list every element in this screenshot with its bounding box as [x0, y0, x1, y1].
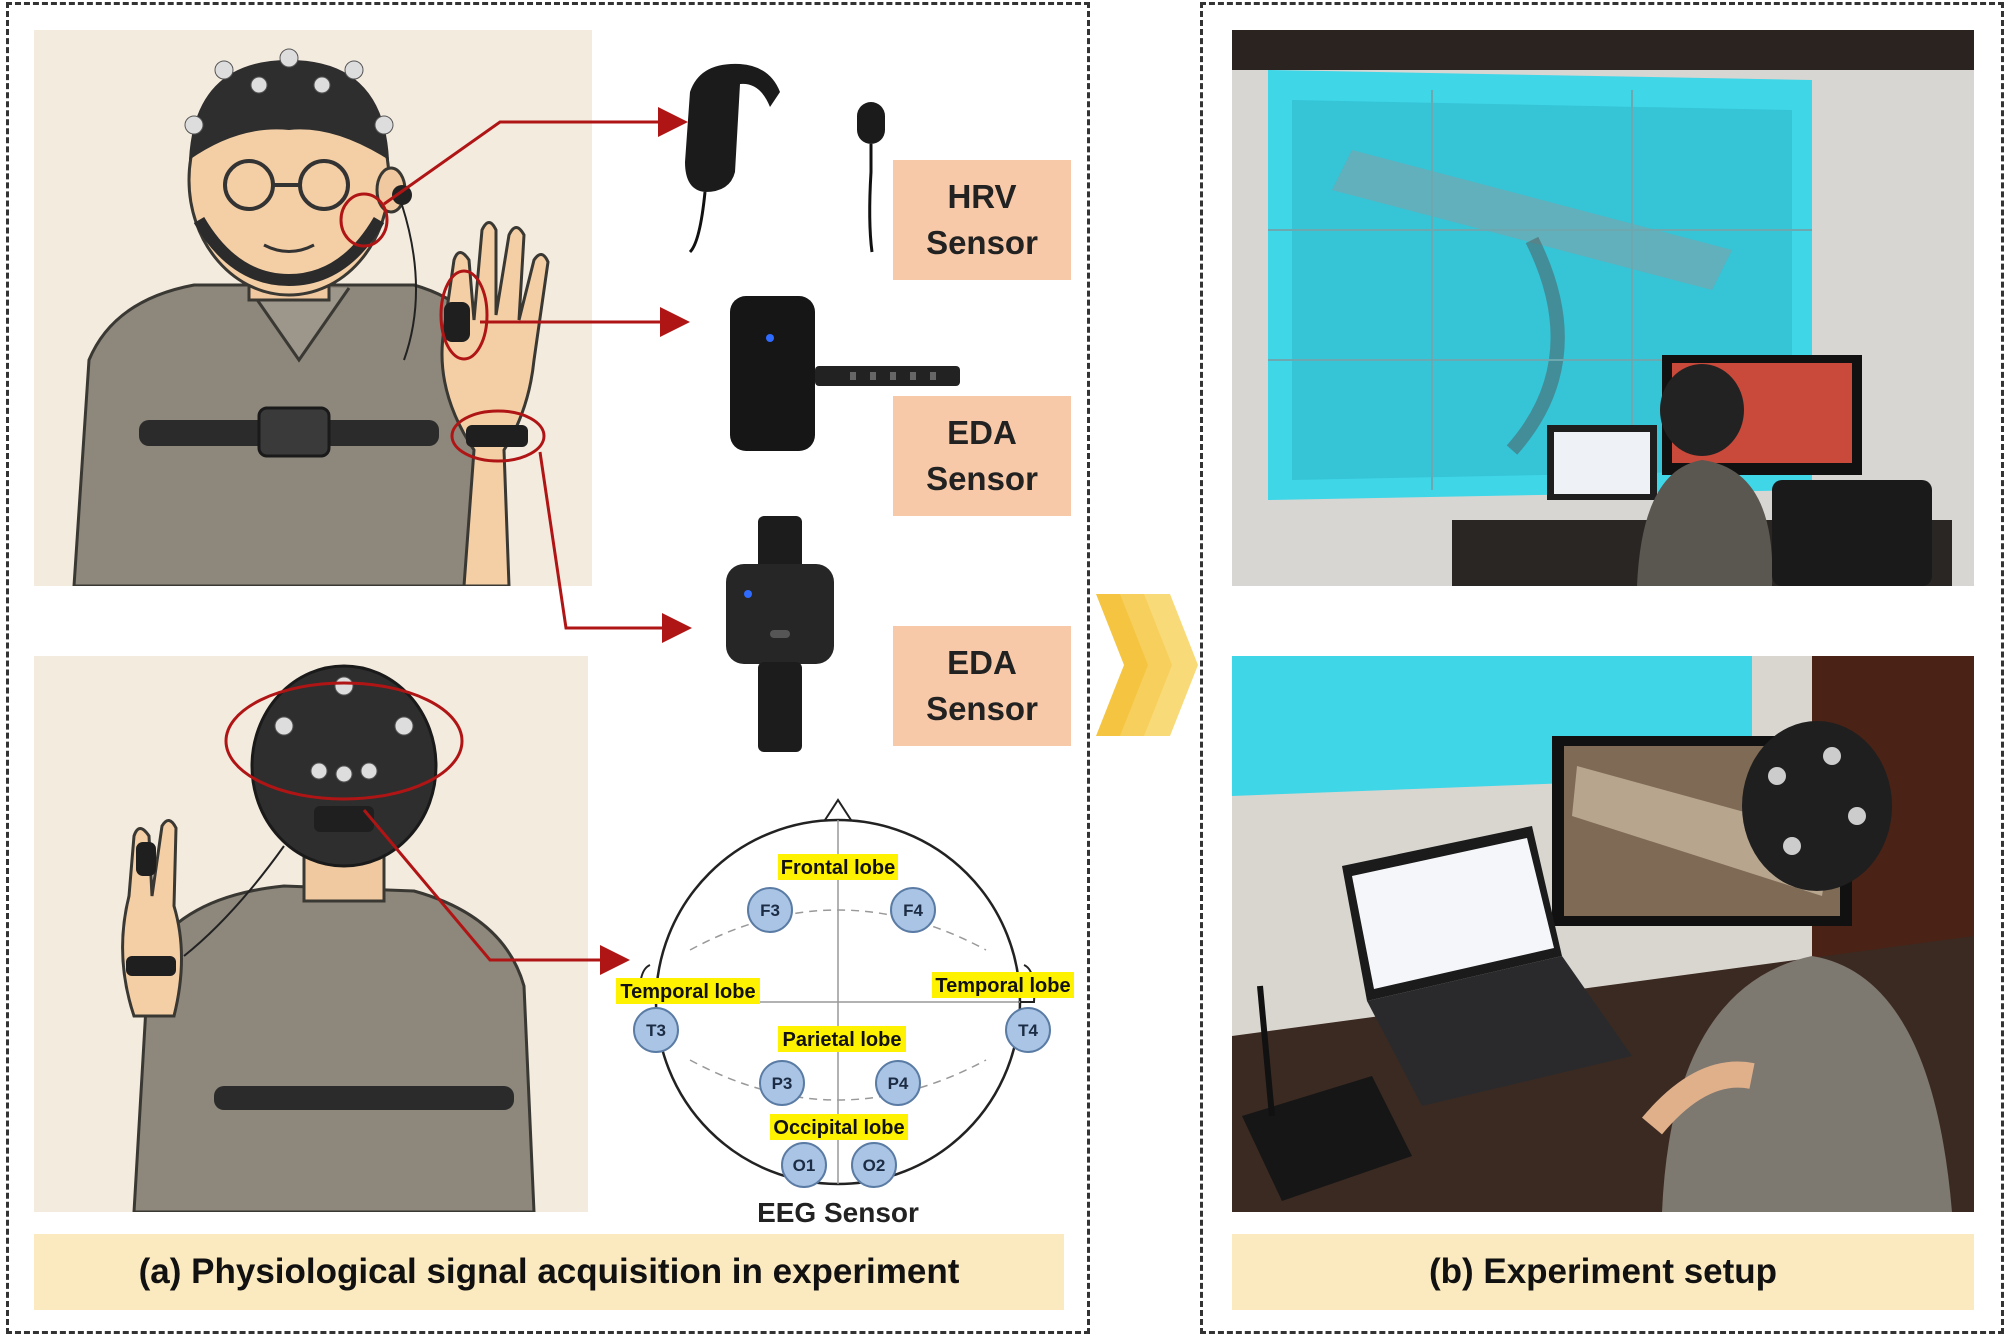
eda-wrist-sensor-device: [726, 516, 834, 752]
experiment-room-photo-bottom: [1232, 656, 1974, 1212]
eda-finger-sensor-label: EDA Sensor: [893, 396, 1071, 516]
electrode-f4-label: F4: [903, 901, 923, 920]
caption-right: (b) Experiment setup: [1232, 1234, 1974, 1310]
parietal-lobe-label: Parietal lobe: [783, 1029, 902, 1051]
eda-finger-sensor-label-line2: Sensor: [926, 460, 1038, 497]
electrode-t4-label: T4: [1018, 1021, 1038, 1040]
electrode-p3: [759, 1060, 805, 1106]
temporal-lobe-left-label: Temporal lobe: [620, 981, 755, 1003]
electrode-o2-label: O2: [863, 1156, 886, 1175]
temporal-lobe-right-label: Temporal lobe: [935, 975, 1070, 997]
electrode-t4: [1005, 1007, 1051, 1053]
eda-wrist-sensor-label-line1: EDA: [947, 644, 1017, 681]
electrode-p4-label: P4: [888, 1074, 909, 1093]
experiment-room-photo-top: [1232, 30, 1974, 586]
electrode-t3: [633, 1007, 679, 1053]
hrv-sensor-label-line1: HRV: [947, 178, 1017, 215]
electrode-o2: [851, 1142, 897, 1188]
electrode-f3: [747, 887, 793, 933]
eda-wrist-sensor-label: EDA Sensor: [893, 626, 1071, 746]
frontal-lobe-label: Frontal lobe: [781, 857, 895, 879]
chevron-arrow-icon: [1096, 594, 1198, 736]
electrode-f4: [890, 887, 936, 933]
electrode-p3-label: P3: [772, 1074, 793, 1093]
eda-finger-sensor-device: [730, 296, 960, 451]
eda-finger-sensor-label-line1: EDA: [947, 414, 1017, 451]
right-panel-frame: [1200, 2, 2004, 1334]
eeg-callout-arrow: [362, 809, 630, 975]
eeg-sensor-title: EEG Sensor: [757, 1197, 919, 1228]
electrode-p4: [875, 1060, 921, 1106]
electrode-o1: [781, 1142, 827, 1188]
occipital-lobe-label: Occipital lobe: [773, 1117, 904, 1139]
hrv-ear-clip-device: [685, 63, 885, 254]
hrv-callout-arrow: [383, 107, 688, 206]
electrode-t3-label: T3: [646, 1021, 666, 1040]
electrode-f3-label: F3: [760, 901, 780, 920]
eda-wrist-sensor-label-line2: Sensor: [926, 690, 1038, 727]
hrv-sensor-label-line2: Sensor: [926, 224, 1038, 261]
eda-wrist-callout-arrow: [538, 451, 692, 643]
wearer-front-illustration: [34, 30, 592, 586]
caption-left: (a) Physiological signal acquisition in …: [34, 1234, 1064, 1310]
eeg-head-diagram: Frontal lobe Temporal lobe Temporal lobe…: [616, 798, 1074, 1228]
left-panel-frame: [6, 2, 1090, 1334]
electrode-o1-label: O1: [793, 1156, 816, 1175]
wearer-back-illustration: [34, 656, 588, 1212]
hrv-sensor-label: HRV Sensor: [893, 160, 1071, 280]
